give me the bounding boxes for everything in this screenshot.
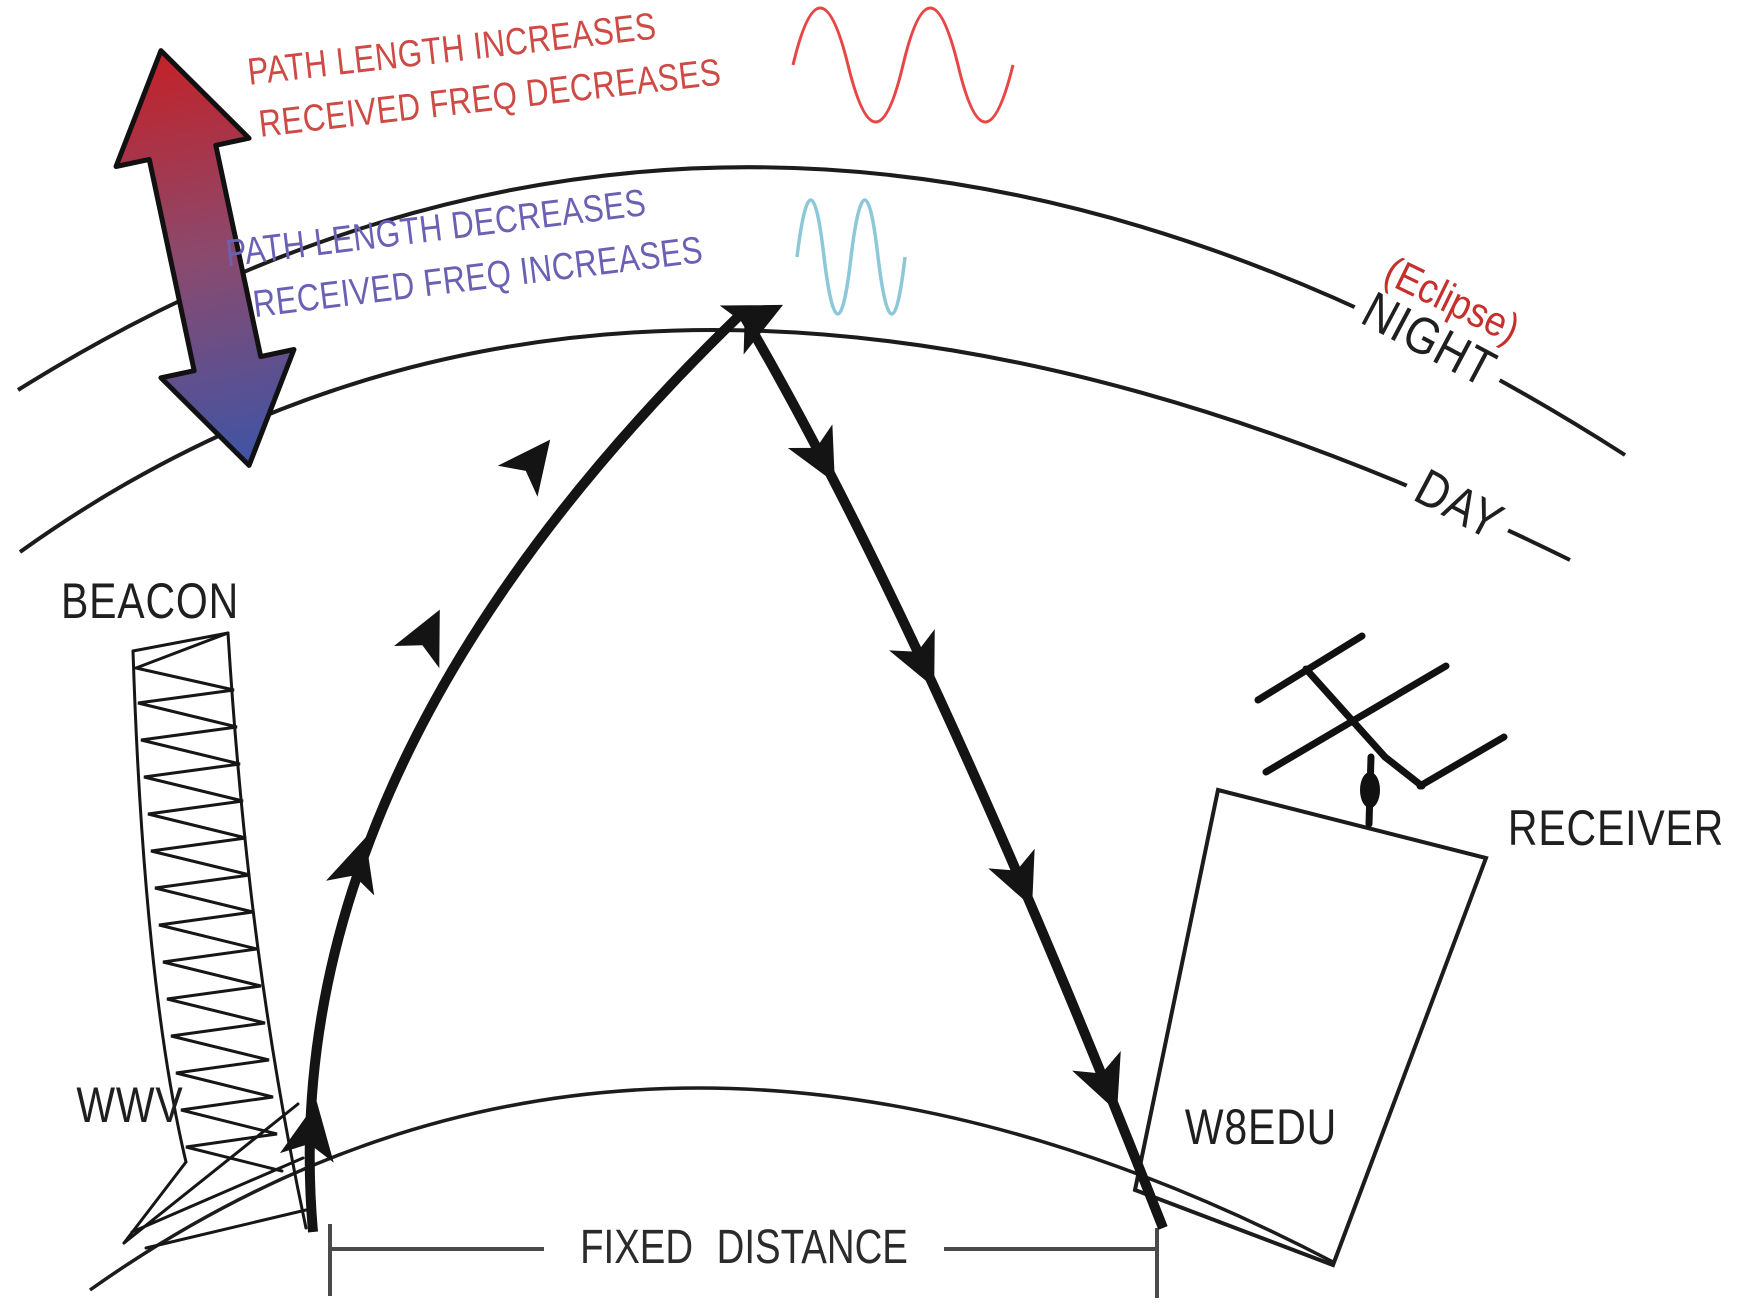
signal-arrowhead <box>889 629 958 699</box>
high-frequency-wave-icon <box>795 198 907 316</box>
wwv-label: WWV <box>76 1077 184 1133</box>
signal-path-up <box>304 309 746 1233</box>
beacon-label: BEACON <box>60 573 240 629</box>
signal-path-down <box>737 310 1168 1230</box>
beacon-tower-icon <box>122 631 308 1250</box>
doppler-shift-arrow <box>113 48 297 468</box>
fixed-distance-label: FIXED DISTANCE <box>580 1221 908 1274</box>
signal-arrowhead <box>1072 1050 1142 1122</box>
ground-arc <box>88 1086 1336 1292</box>
fixed-distance-dimension <box>328 1224 1159 1298</box>
w8edu-label: W8EDU <box>1184 1099 1338 1155</box>
signal-arrowhead <box>988 848 1056 917</box>
signal-path <box>279 280 1168 1233</box>
receiver-box <box>1132 787 1489 1268</box>
receiver-label: RECEIVER <box>1507 800 1725 856</box>
signal-arrowhead <box>497 424 571 497</box>
low-frequency-wave-icon <box>791 6 1015 124</box>
signal-arrowhead <box>393 598 463 669</box>
yagi-antenna-icon <box>1254 632 1508 828</box>
signal-arrowhead <box>787 424 858 495</box>
